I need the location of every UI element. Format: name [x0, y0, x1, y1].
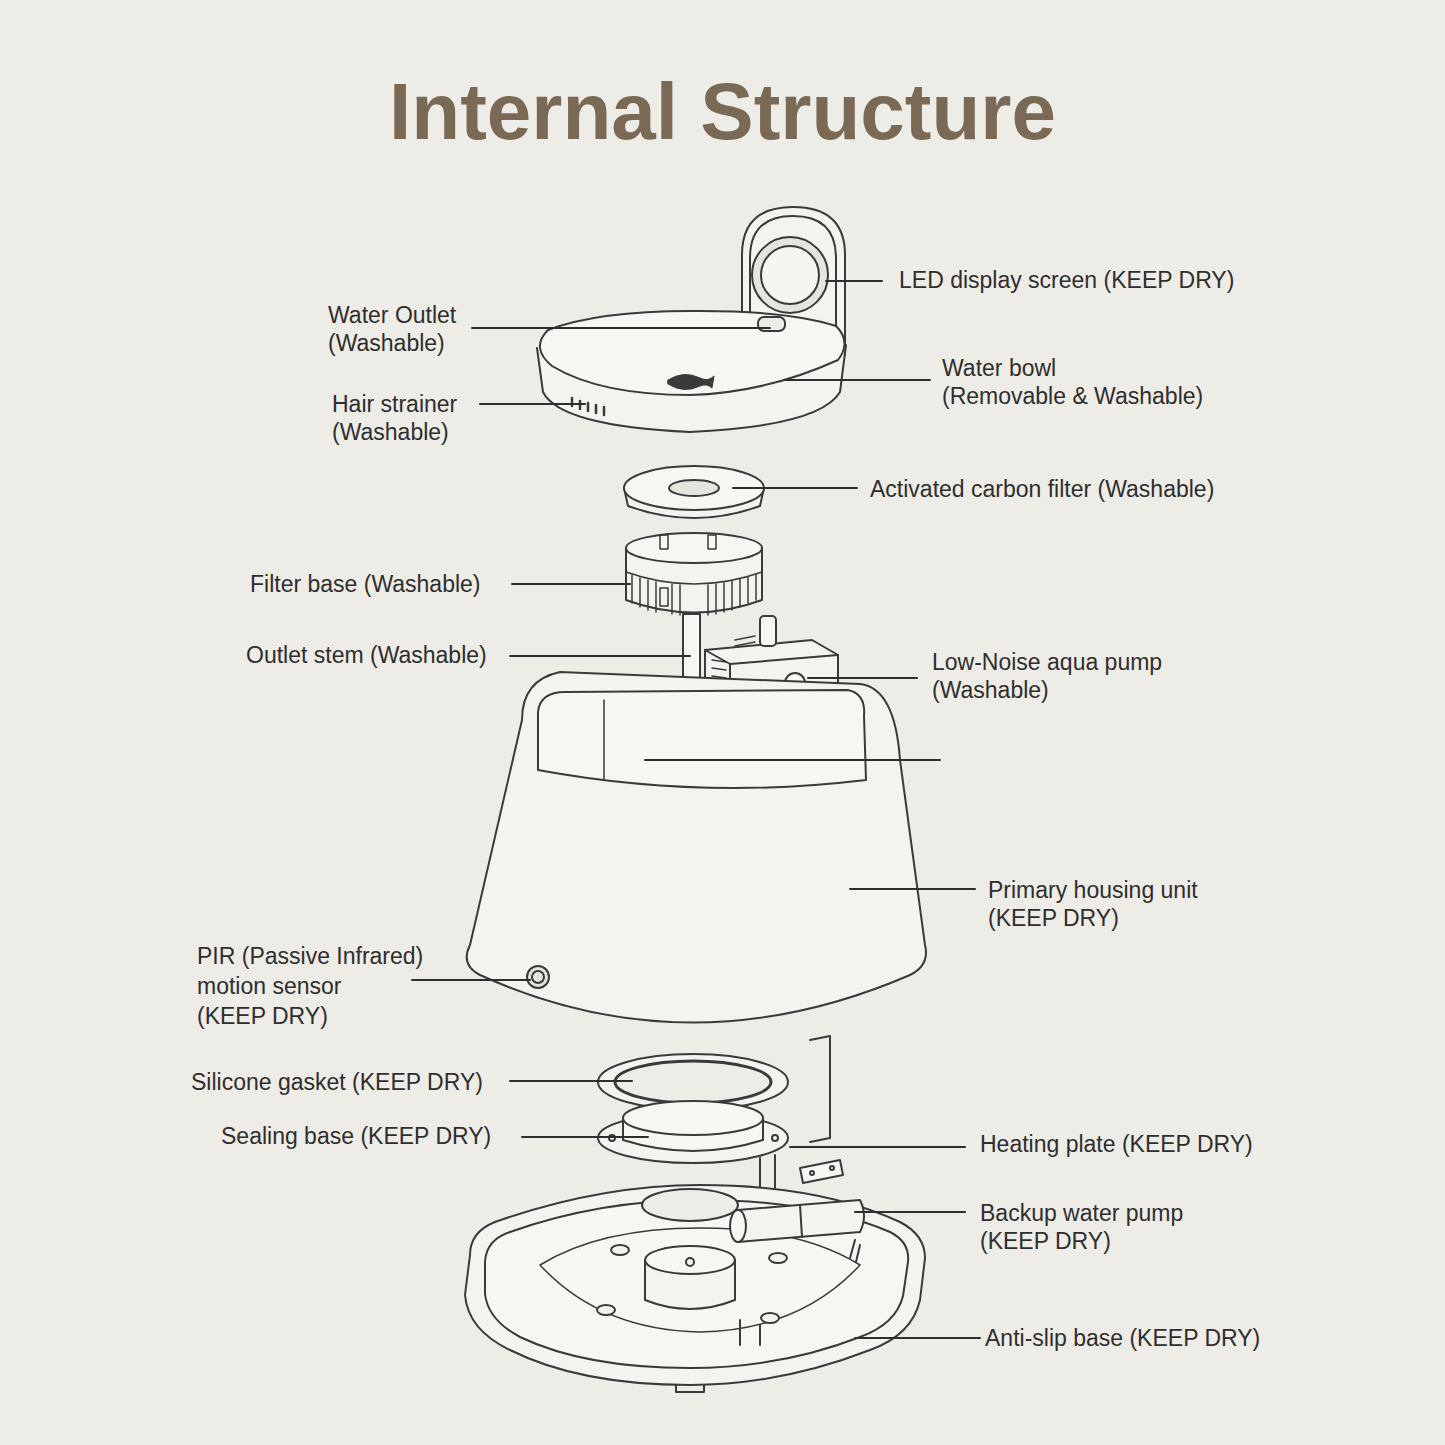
part-label: Backup water pump	[980, 1199, 1183, 1227]
strainer-slots	[572, 398, 604, 415]
part-label: LED display screen (KEEP DRY)	[899, 266, 1234, 294]
primary-housing	[467, 672, 926, 1142]
leader-line	[790, 1146, 965, 1148]
backup-seam	[800, 1205, 802, 1237]
tray-outer	[465, 1185, 925, 1385]
diagram-title: Internal Structure	[0, 62, 1445, 162]
gasket-inner	[615, 1061, 771, 1103]
leader-line	[522, 1136, 648, 1138]
fish-icon	[668, 374, 714, 389]
leader-line	[645, 759, 940, 761]
backup-body	[734, 1200, 864, 1242]
pump-nozzle	[760, 616, 776, 646]
part-label: (Washable)	[932, 676, 1049, 704]
tray-ridge	[540, 1228, 860, 1332]
part-label: (KEEP DRY)	[980, 1227, 1111, 1255]
post	[611, 1245, 629, 1255]
housing-inner	[603, 700, 605, 780]
part-label: motion sensor	[197, 972, 341, 1000]
part-label: Hair strainer	[332, 390, 457, 418]
part-label: Activated carbon filter (Washable)	[870, 475, 1214, 503]
part-label: Anti-slip base (KEEP DRY)	[985, 1324, 1260, 1352]
filter-hole	[669, 480, 719, 496]
leader-line	[480, 403, 585, 405]
leader-line	[412, 979, 530, 981]
part-label: (Removable & Washable)	[942, 382, 1203, 410]
part-label: Low-Noise aqua pump	[932, 648, 1162, 676]
leader-line	[512, 583, 630, 585]
housing-body	[467, 672, 926, 1023]
seal-top	[623, 1101, 763, 1135]
pir-sensor	[527, 966, 549, 988]
part-label: Primary housing unit	[988, 876, 1198, 904]
screw	[830, 1166, 834, 1170]
leader-line	[510, 1080, 632, 1082]
post	[597, 1305, 615, 1315]
part-label: PIR (Passive Infrared)	[197, 942, 423, 970]
base-ribs	[626, 535, 762, 615]
leader-line	[850, 888, 975, 890]
post	[769, 1253, 787, 1263]
backup-end	[730, 1210, 746, 1242]
part-label: Silicone gasket (KEEP DRY)	[191, 1068, 483, 1096]
filter-base	[626, 533, 762, 615]
base-rim	[626, 533, 762, 563]
leader-line	[733, 487, 857, 489]
part-label: Filter base (Washable)	[250, 570, 481, 598]
display-ring	[752, 237, 828, 313]
backup-bracket	[800, 1160, 843, 1183]
part-label: (Washable)	[328, 329, 445, 357]
gasket-seat	[642, 1189, 738, 1221]
part-label: Heating plate (KEEP DRY)	[980, 1130, 1253, 1158]
wire	[740, 1240, 860, 1345]
heating-bracket	[810, 1036, 830, 1142]
leader-lines	[412, 281, 980, 1338]
part-label: Water Outlet	[328, 301, 456, 329]
leader-line	[808, 677, 917, 679]
part-label: Water bowl	[942, 354, 1056, 382]
anti-slip-base	[465, 1185, 925, 1392]
leader-line	[855, 1211, 965, 1213]
tray-inner	[485, 1200, 908, 1368]
cylinder-hole	[686, 1258, 694, 1266]
part-label: (Washable)	[332, 418, 449, 446]
part-label: Outlet stem (Washable)	[246, 641, 487, 669]
screw-hole	[772, 1135, 778, 1141]
pir-lens	[532, 971, 544, 983]
part-label: Sealing base (KEEP DRY)	[221, 1122, 491, 1150]
housing-opening	[538, 690, 866, 788]
tray-foot	[676, 1385, 704, 1392]
cylinder-top	[645, 1246, 735, 1274]
part-label: (KEEP DRY)	[988, 904, 1119, 932]
backup-pump	[730, 1160, 864, 1242]
leader-line	[826, 280, 882, 282]
leader-line	[855, 1337, 980, 1339]
display-screen	[761, 246, 819, 304]
water-bowl	[537, 311, 846, 432]
leader-line	[785, 379, 930, 381]
leader-line	[510, 655, 690, 657]
leader-line	[472, 327, 770, 329]
part-label: (KEEP DRY)	[197, 1002, 328, 1030]
bowl-top	[540, 311, 845, 395]
carbon-filter	[624, 466, 764, 518]
screw	[810, 1171, 814, 1175]
post	[761, 1313, 779, 1323]
